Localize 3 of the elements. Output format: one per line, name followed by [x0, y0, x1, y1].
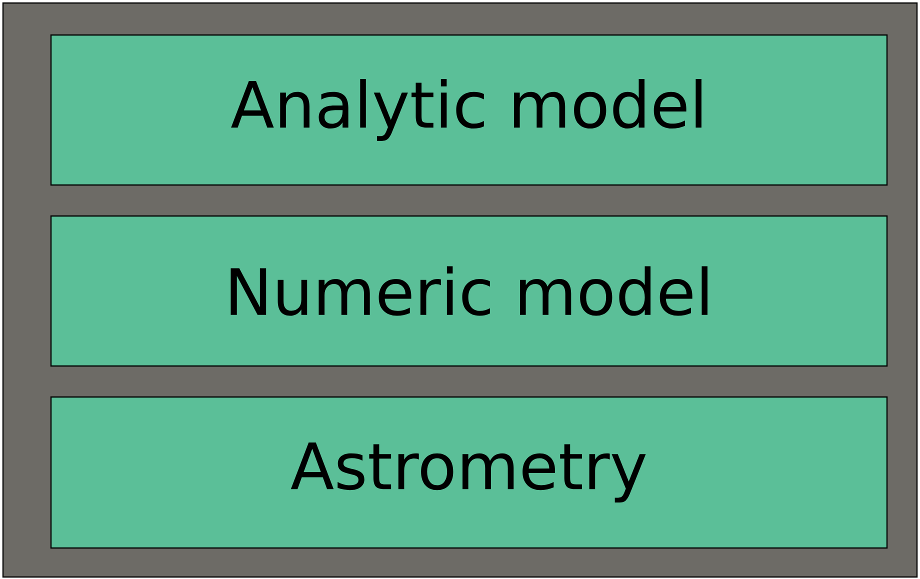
model-box: Analytic model — [50, 34, 888, 186]
model-box: Astrometry — [50, 396, 888, 549]
model-box: Numeric model — [50, 215, 888, 367]
